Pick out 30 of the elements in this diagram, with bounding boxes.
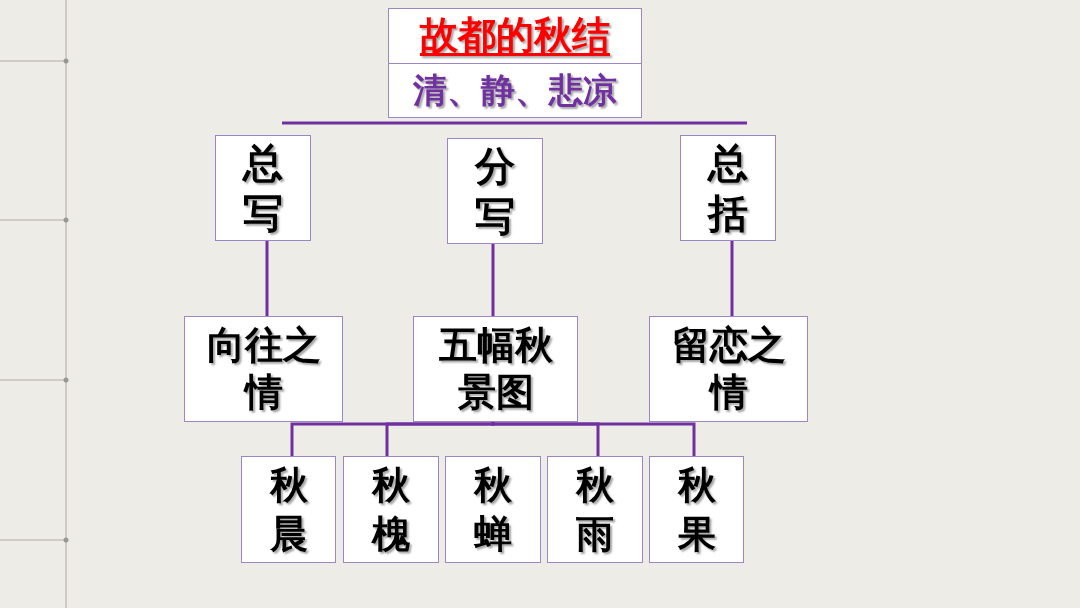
box-label: 秋晨 (269, 461, 308, 558)
box-label: 分写 (475, 142, 515, 241)
connector-line (730, 241, 734, 316)
connector-line (491, 244, 495, 316)
connector-line (491, 421, 696, 456)
concept-box (241, 456, 336, 563)
box-label: 总写 (243, 139, 283, 238)
title-text: 故都的秋结 (420, 12, 610, 59)
theme-text: 清、静、悲凉 (413, 69, 617, 111)
concept-box (184, 316, 343, 422)
box-label: 五幅秋景图 (438, 321, 553, 416)
title-card (388, 8, 642, 118)
concept-box (547, 456, 643, 563)
box-label: 秋果 (677, 461, 716, 558)
box-label: 秋蝉 (474, 461, 512, 558)
box-label: 留恋之情 (671, 321, 786, 416)
box-label: 总括 (708, 139, 748, 238)
concept-box (215, 135, 311, 241)
concept-box (413, 316, 578, 422)
concept-box (447, 138, 543, 244)
box-label: 秋雨 (576, 461, 614, 558)
concept-box (649, 456, 744, 563)
connector-line (265, 241, 269, 316)
concept-box (445, 456, 541, 563)
concept-box (649, 316, 808, 422)
concept-box (680, 135, 776, 241)
connector-line (385, 421, 495, 456)
concept-box (343, 456, 439, 563)
box-label: 秋槐 (372, 461, 410, 558)
box-label: 向往之情 (206, 321, 321, 416)
